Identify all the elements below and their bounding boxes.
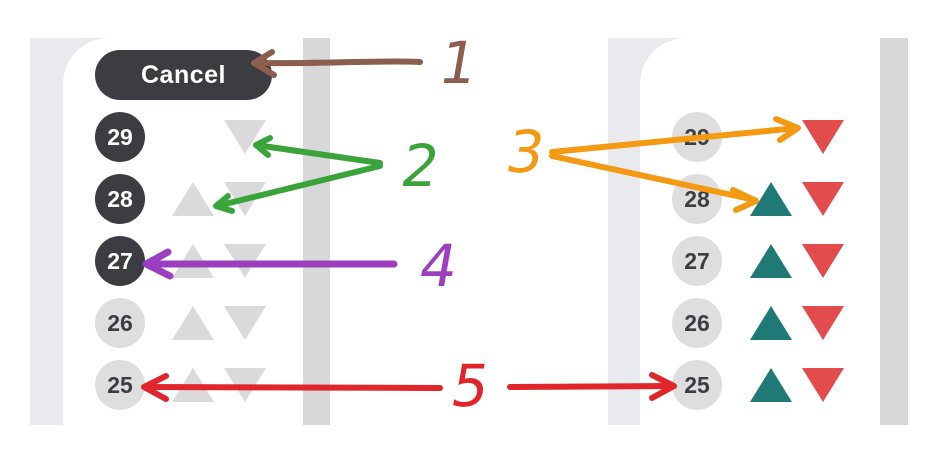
right-panel-floor-27-button[interactable]: 27 [672, 236, 722, 286]
annotation-arrow-5 [141, 372, 677, 402]
left-panel-floor-29-button[interactable]: 29 [95, 112, 145, 162]
right-panel-floor-26-button[interactable]: 26 [672, 298, 722, 348]
right-panel-floor-26-up-arrow-icon[interactable] [749, 304, 793, 342]
right-panel-floor-28-up-arrow-icon[interactable] [749, 180, 793, 218]
left-panel-floor-26-button[interactable]: 26 [95, 298, 145, 348]
right-panel-floor-25-button[interactable]: 25 [672, 360, 722, 410]
cancel-button[interactable]: Cancel [95, 50, 272, 100]
right-panel-floor-28-down-arrow-icon[interactable] [801, 180, 845, 218]
left-panel-floor-27-button[interactable]: 27 [95, 236, 145, 286]
left-panel-floor-28-up-arrow-icon [171, 180, 215, 218]
left-panel-floor-26-up-arrow-icon [171, 304, 215, 342]
right-panel-floor-27-up-arrow-icon[interactable] [749, 242, 793, 280]
right-panel-floor-27-down-arrow-icon[interactable] [801, 242, 845, 280]
left-panel-floor-29-down-arrow-icon [223, 118, 267, 156]
left-scrollbar[interactable] [303, 38, 330, 425]
right-panel-floor-29-down-arrow-icon[interactable] [801, 118, 845, 156]
annotation-arrow-2 [213, 135, 383, 214]
right-panel-floor-25-down-arrow-icon[interactable] [801, 366, 845, 404]
right-panel-card [640, 38, 880, 425]
left-panel-card [63, 38, 303, 425]
right-panel-floor-26-down-arrow-icon[interactable] [801, 304, 845, 342]
annotation-arrow-3 [549, 116, 801, 213]
left-panel-floor-26-down-arrow-icon [223, 304, 267, 342]
annotation-arrow-1 [251, 49, 423, 78]
annotation-arrow-4 [142, 248, 398, 280]
left-panel-floor-25-button[interactable]: 25 [95, 360, 145, 410]
left-panel-floor-28-button[interactable]: 28 [95, 174, 145, 224]
right-panel-floor-25-up-arrow-icon[interactable] [749, 366, 793, 404]
right-scrollbar[interactable] [880, 38, 908, 425]
